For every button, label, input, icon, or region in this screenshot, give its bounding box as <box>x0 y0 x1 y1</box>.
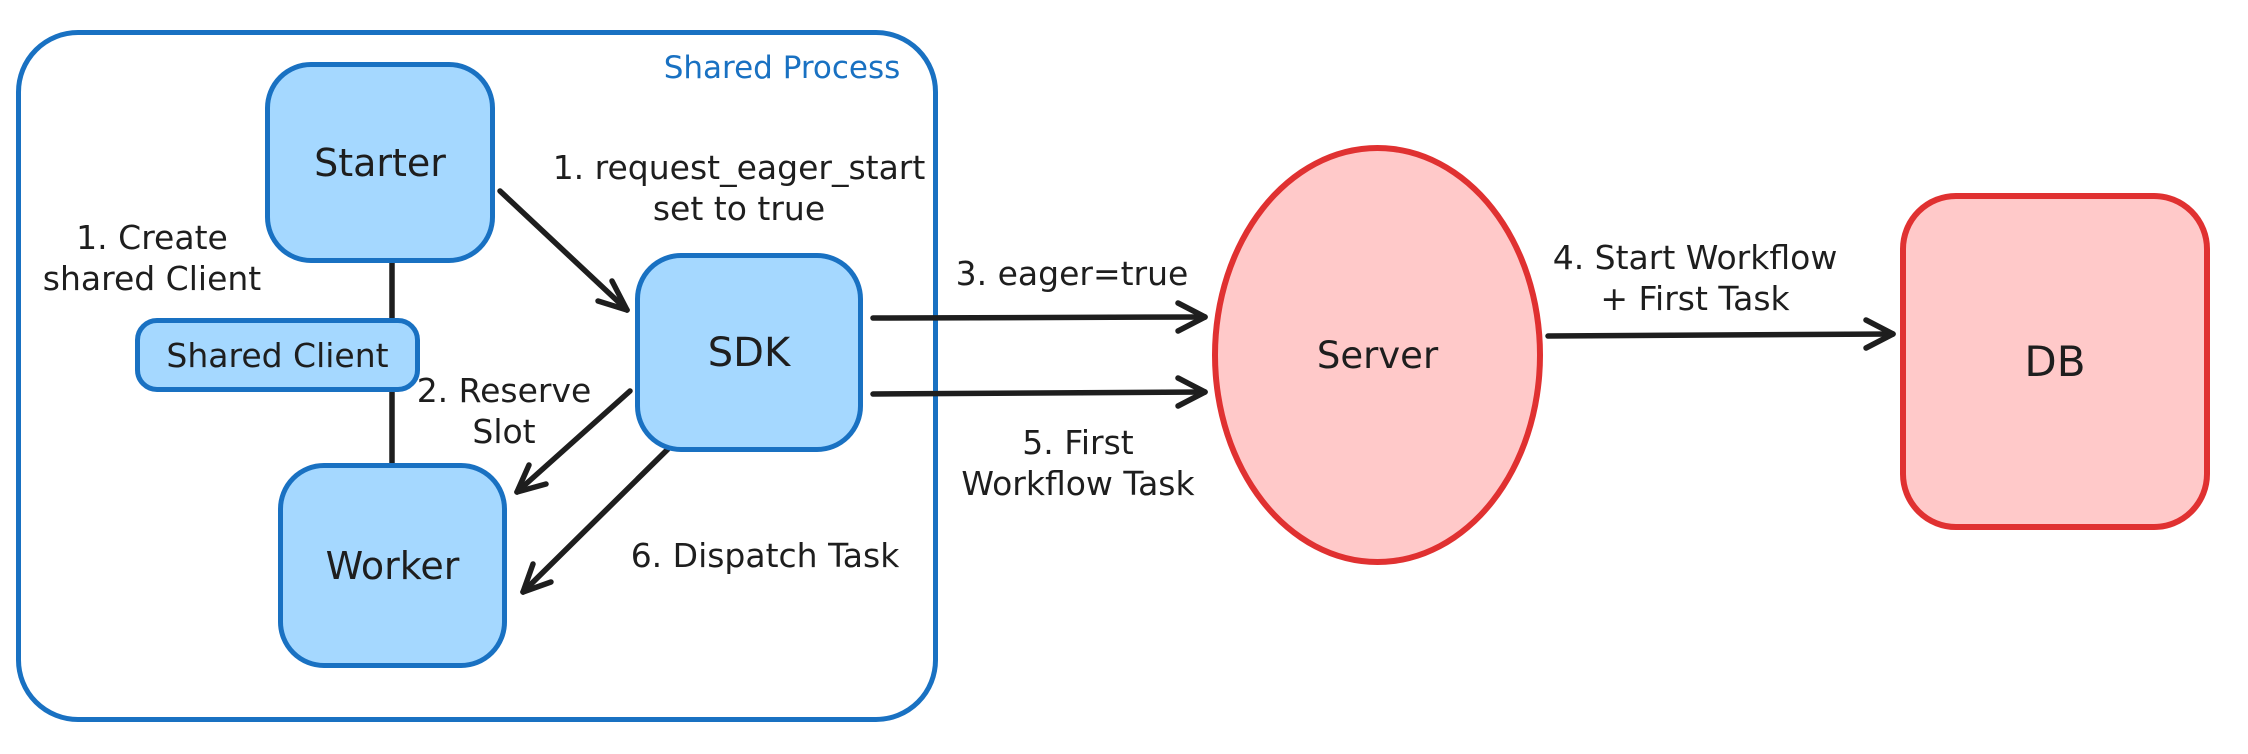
shared-process-container <box>16 30 938 722</box>
annotation-reserve-slot: 2. Reserve Slot <box>416 371 592 451</box>
arrow-server-to-db <box>1545 317 1896 351</box>
starter-node: Starter <box>265 62 495 263</box>
worker-label: Worker <box>325 543 460 588</box>
annotation-first-workflow-task: 5. First Workflow Task <box>961 423 1195 503</box>
annotation-start-workflow: 4. Start Workflow + First Task <box>1552 238 1838 318</box>
worker-node: Worker <box>278 463 507 668</box>
db-node: DB <box>1900 193 2210 530</box>
annotation-eager-true: 3. eager=true <box>955 254 1189 293</box>
server-label: Server <box>1316 333 1439 377</box>
sdk-label: SDK <box>707 329 791 376</box>
server-node: Server <box>1212 145 1543 565</box>
annotation-request-eager-start: 1. request_eager_start set to true <box>552 148 926 228</box>
shared-client-label: Shared Client <box>166 335 389 375</box>
shared-client-node: Shared Client <box>135 318 420 392</box>
shared-process-label: Shared Process <box>663 50 901 86</box>
db-label: DB <box>2024 337 2086 386</box>
annotation-dispatch-task: 6. Dispatch Task <box>630 536 900 575</box>
starter-label: Starter <box>314 140 446 185</box>
annotation-create-shared-client: 1. Create shared Client <box>42 218 262 298</box>
sdk-node: SDK <box>635 253 863 452</box>
